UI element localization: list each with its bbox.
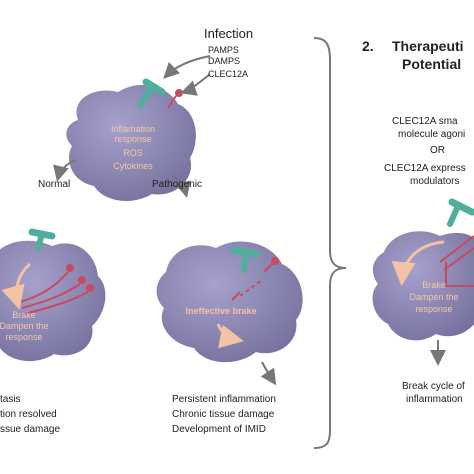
- pathogenic-arrow: [171, 175, 191, 198]
- normal-brake-arrow: [1, 262, 32, 310]
- pathogenic-outcome-3: Development of IMID: [172, 424, 266, 435]
- normal-outcome-2: tion resolved: [0, 409, 57, 420]
- bracket: [313, 37, 347, 449]
- pamps-arrow: [163, 55, 211, 79]
- normal-cell-line-3: response: [5, 332, 43, 342]
- option2-line2: modulators: [410, 176, 460, 187]
- normal-outcome-3: ssue damage: [0, 424, 61, 435]
- option1-line2: molecule agoni: [398, 129, 466, 140]
- pathogenic-cell-label: Ineffective brake: [185, 306, 257, 316]
- clec12a-arrow: [180, 73, 211, 96]
- top-cell-line-1: Inflamation: [110, 124, 156, 134]
- therapeutic-outcome-2: inflammation: [406, 394, 463, 405]
- signal-damps: DAMPS: [208, 56, 241, 66]
- therapeutic-cell-line-2: Dampen the: [409, 292, 459, 302]
- normal-arrow: [53, 159, 77, 182]
- top-cell: [66, 84, 196, 201]
- therapeutic-outcome-1: Break cycle of: [402, 381, 465, 392]
- therapeutic-title-1: Therapeuti: [392, 38, 464, 54]
- pathogenic-outcome-arrow: [260, 361, 277, 386]
- pathogenic-outcome-2: Chronic tissue damage: [172, 409, 275, 420]
- top-cell-line-2: response: [114, 134, 152, 144]
- branch-normal: Normal: [38, 179, 71, 190]
- top-cell-line-3: ROS: [123, 148, 143, 158]
- therapeutic-clec12a-icon: [439, 235, 474, 287]
- option1-line1: CLEC12A sma: [392, 116, 458, 127]
- pathogenic-cell: [156, 241, 303, 363]
- therapeutic-brake-arrow: [391, 240, 445, 286]
- signal-clec12a: CLEC12A: [208, 69, 249, 79]
- pathogenic-arrow-inside: [216, 323, 244, 349]
- normal-cell: [0, 240, 106, 362]
- normal-ligand-icons: [66, 264, 94, 292]
- receptor-icon: [137, 78, 166, 109]
- normal-clec12a-icon: [19, 271, 89, 315]
- top-cell-line-4: Cytokines: [113, 161, 153, 171]
- infection-title: Infection: [204, 26, 254, 41]
- therapeutic-cell-line-1: Brake: [422, 280, 446, 290]
- therapeutic-cell-line-3: response: [415, 304, 453, 314]
- normal-cell-line-1: Brake: [12, 310, 36, 320]
- therapeutic-number: 2.: [362, 38, 374, 54]
- option-or: OR: [430, 145, 445, 156]
- branch-pathogenic: Pathogenic: [152, 179, 203, 190]
- pathogenic-ligand-icon: [231, 257, 279, 301]
- therapeutic-cell: [372, 231, 474, 341]
- signal-pamps: PAMPS: [208, 45, 239, 55]
- option2-line1: CLEC12A express: [384, 163, 466, 174]
- pathogenic-outcome-1: Persistent inflammation: [172, 394, 276, 405]
- therapeutic-receptor-icon: [447, 198, 474, 227]
- normal-receptor-icon: [28, 228, 56, 251]
- therapeutic-title-2: Potential: [402, 56, 462, 72]
- normal-cell-line-2: Dampen the: [0, 321, 49, 331]
- normal-outcome-1: tasis: [0, 394, 21, 405]
- pathogenic-receptor-icon: [230, 246, 260, 273]
